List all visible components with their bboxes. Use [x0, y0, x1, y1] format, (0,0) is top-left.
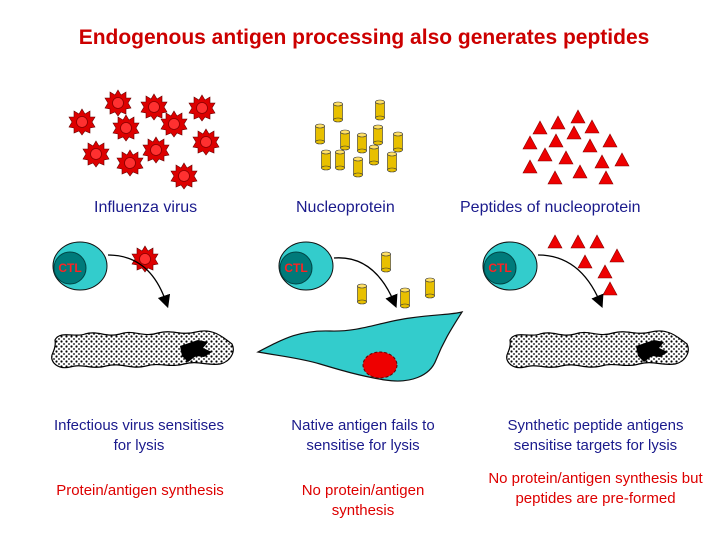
- label-influenza-virus: Influenza virus: [94, 199, 198, 216]
- slide-title: Endogenous antigen processing also gener…: [78, 26, 650, 49]
- label-nucleoprotein: Nucleoprotein: [296, 199, 395, 216]
- nucleoprotein-cluster: [315, 99, 403, 178]
- peptide-cluster: [522, 109, 630, 185]
- ctl-label: CTL: [488, 261, 511, 275]
- arrow-3: [537, 254, 604, 308]
- ctl-cell-2: CTL: [278, 241, 334, 291]
- ctl-label: CTL: [58, 261, 81, 275]
- caption-synthesis-2: No protein/antigen synthesis: [301, 482, 425, 519]
- caption-result-3: Synthetic peptide antigens sensitise tar…: [507, 417, 684, 454]
- label-peptides: Peptides of nucleoprotein: [460, 199, 641, 216]
- ctl-cell-1: CTL: [52, 241, 108, 291]
- target-cell-lysed-1: [51, 330, 234, 369]
- influenza-virus-cluster: [68, 89, 220, 190]
- nucleoprotein-particles: [357, 251, 435, 309]
- target-cell-intact: [256, 311, 464, 382]
- peptide-particles: [547, 234, 625, 296]
- ctl-label: CTL: [284, 261, 307, 275]
- caption-synthesis-1: Protein/antigen synthesis: [56, 482, 224, 499]
- caption-result-1: Infectious virus sensitises for lysis: [53, 417, 225, 454]
- ctl-cell-3: CTL: [482, 241, 538, 291]
- target-cell-lysed-2: [506, 330, 689, 369]
- caption-synthesis-3: No protein/antigen synthesis but peptide…: [488, 470, 703, 507]
- arrow-2: [333, 257, 398, 308]
- arrow-1: [107, 254, 171, 309]
- caption-result-2: Native antigen fails to sensitise for ly…: [291, 417, 435, 454]
